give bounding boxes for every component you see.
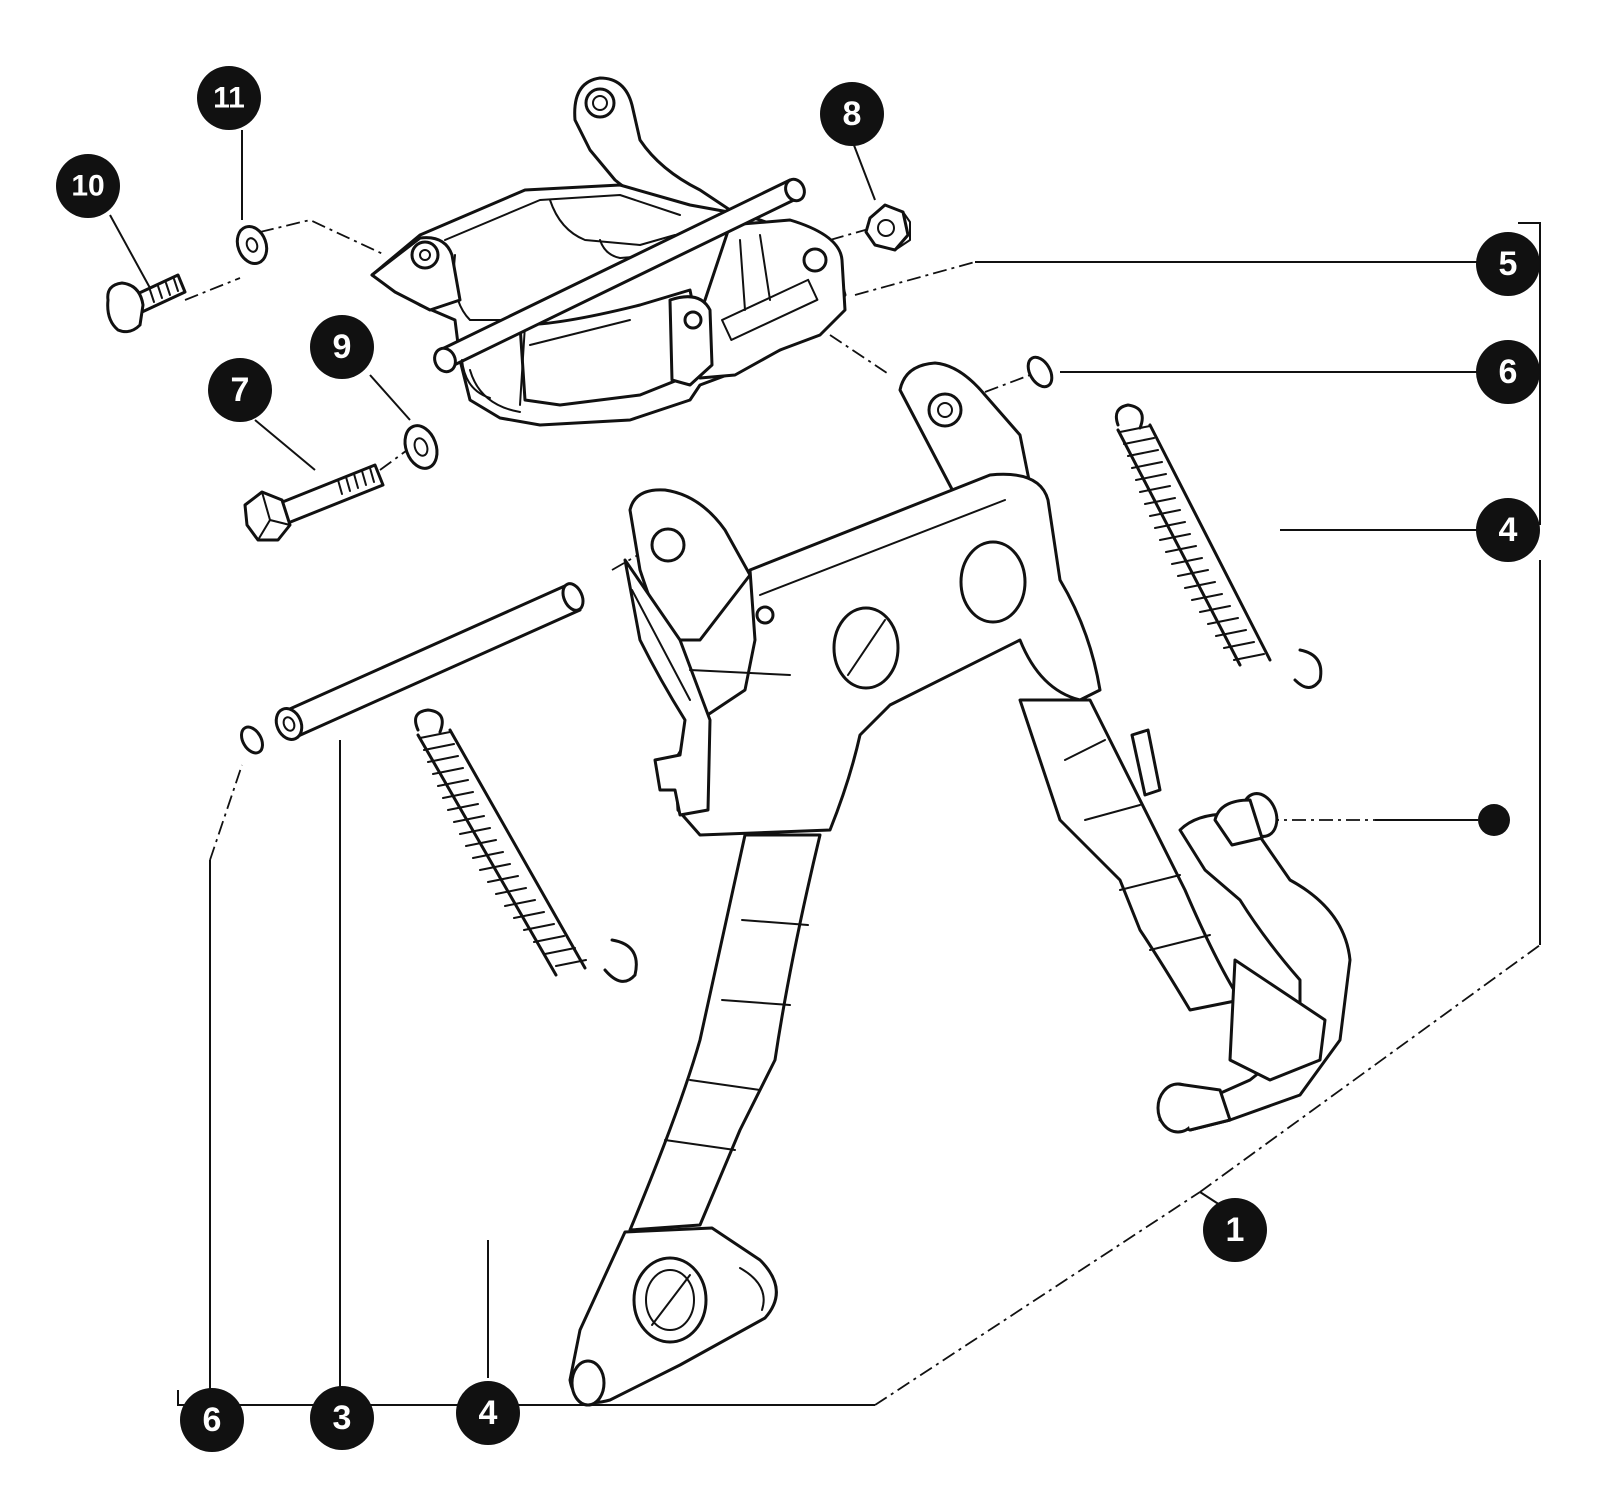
callout-6-bottom: 6	[180, 1388, 244, 1452]
assembly-lines	[184, 219, 1541, 1406]
callout-5: 5	[1476, 232, 1540, 296]
pivot-rod	[274, 582, 585, 741]
callout-8: 8	[820, 82, 884, 146]
svg-text:6: 6	[1499, 353, 1518, 391]
callout-7: 7	[208, 358, 272, 422]
washer-11	[235, 225, 269, 265]
svg-text:11: 11	[213, 82, 245, 115]
nut-8	[864, 203, 911, 252]
callout-4-bottom: 4	[456, 1381, 520, 1445]
circlip-bottom	[240, 725, 264, 755]
circlip-right	[1026, 355, 1054, 389]
svg-text:9: 9	[333, 328, 352, 366]
callout-6-right: 6	[1476, 340, 1540, 404]
bolt-short	[106, 273, 187, 334]
svg-text:1: 1	[1226, 1211, 1245, 1249]
callout-3: 3	[310, 1386, 374, 1450]
spring-left	[414, 708, 638, 983]
svg-text:6: 6	[203, 1401, 222, 1439]
center-stand	[568, 361, 1352, 1407]
callout-1: 1	[1203, 1198, 1267, 1262]
bolt-long	[243, 463, 385, 542]
callout-9: 9	[310, 315, 374, 379]
spring-right	[1114, 403, 1323, 689]
svg-text:4: 4	[1499, 511, 1518, 549]
svg-text:5: 5	[1499, 245, 1518, 283]
callout-4-right: 4	[1476, 498, 1540, 562]
callout-10: 10	[56, 154, 120, 218]
svg-text:3: 3	[333, 1399, 352, 1437]
leader-lines	[109, 130, 1541, 1406]
svg-text:8: 8	[843, 95, 862, 133]
svg-text:4: 4	[479, 1394, 498, 1432]
washer-9	[403, 424, 439, 470]
svg-text:7: 7	[231, 371, 250, 409]
marker-dot	[1478, 804, 1510, 836]
callout-11: 11	[197, 66, 261, 130]
mounting-bracket	[370, 76, 847, 427]
svg-text:10: 10	[71, 170, 104, 203]
